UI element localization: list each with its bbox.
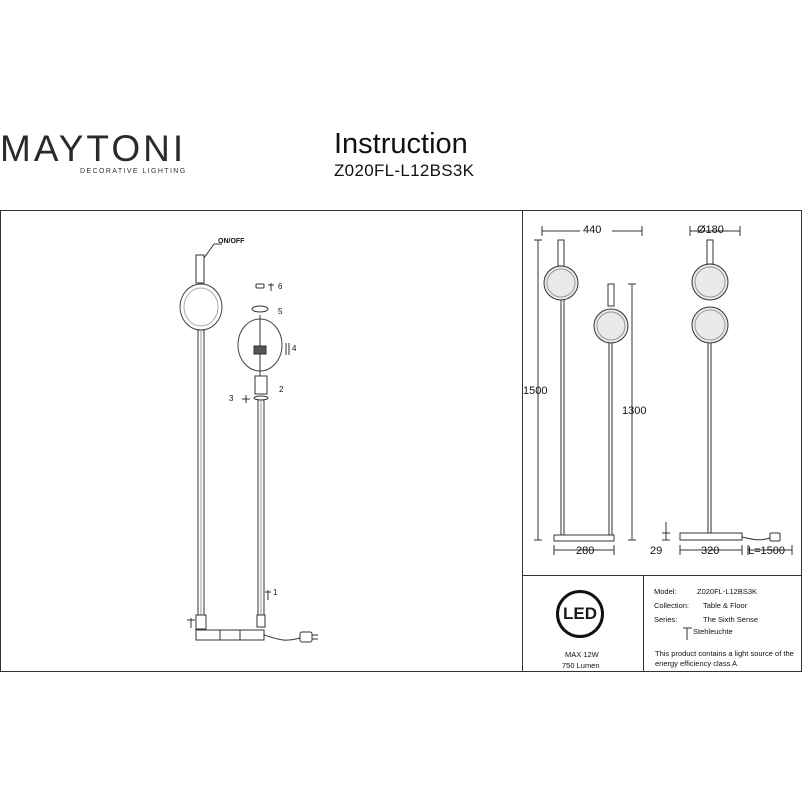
lumen-value: 750 Lumen bbox=[562, 661, 600, 670]
dim-base-height: 29 bbox=[650, 545, 663, 557]
power-cable bbox=[263, 634, 301, 641]
series-label: Series: bbox=[654, 615, 678, 624]
page-title: Instruction bbox=[334, 128, 468, 160]
led-badge: LED bbox=[556, 590, 604, 638]
energy-line-2: energy efficiency class A bbox=[655, 659, 737, 668]
energy-line-1: This product contains a light source of … bbox=[655, 649, 794, 658]
part-callout-1: 1 bbox=[273, 588, 278, 597]
model-label: Model: bbox=[654, 587, 677, 596]
switch-label: ON/OFF bbox=[218, 238, 245, 245]
switch-pointer bbox=[203, 243, 215, 259]
lamp-top-rod bbox=[195, 254, 205, 284]
part-callout-2: 2 bbox=[279, 385, 284, 394]
dim-base-wide: 320 bbox=[701, 545, 720, 557]
collection-label: Collection: bbox=[654, 601, 690, 610]
series-value: The Sixth Sense bbox=[703, 615, 759, 624]
lamp-socket bbox=[254, 375, 268, 395]
type-value: Stehleuchte bbox=[693, 627, 733, 636]
brand-logo: MAYTONI bbox=[0, 128, 187, 169]
lamp-base bbox=[195, 629, 265, 641]
part-callout-6: 6 bbox=[278, 282, 283, 291]
model-value: Z020FL-L12BS3K bbox=[697, 587, 758, 596]
power-plug bbox=[299, 631, 313, 643]
assembled-globe bbox=[179, 283, 223, 331]
instruction-frame bbox=[0, 210, 802, 672]
dim-diameter: Ø180 bbox=[697, 224, 724, 236]
divider-spec bbox=[643, 575, 644, 672]
brand-tagline: DECORATIVE LIGHTING bbox=[80, 168, 187, 175]
part-callout-4: 4 bbox=[292, 344, 297, 353]
part-callout-5: 5 bbox=[278, 307, 283, 316]
collection-value: Table & Floor bbox=[703, 601, 748, 610]
model-number: Z020FL-L12BS3K bbox=[334, 161, 475, 180]
divider-horizontal bbox=[522, 575, 802, 576]
max-power: MAX 12W bbox=[565, 650, 599, 659]
dim-width-total: 440 bbox=[583, 224, 602, 236]
dim-cable-length: L=1500 bbox=[748, 545, 786, 557]
dim-height-short: 1300 bbox=[622, 405, 647, 417]
part-callout-3: 3 bbox=[229, 394, 234, 403]
dim-base-short: 280 bbox=[576, 545, 595, 557]
dim-height-tall: 1500 bbox=[523, 385, 548, 397]
divider-vertical bbox=[522, 210, 523, 672]
